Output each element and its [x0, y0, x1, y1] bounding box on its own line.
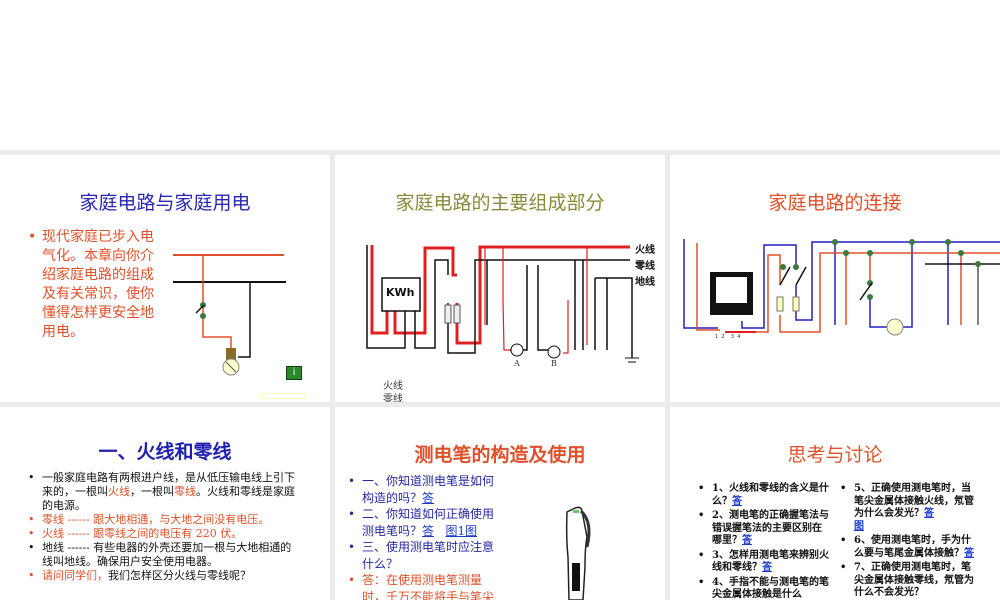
slide-title: 家庭电路与家庭用电 [79, 192, 251, 214]
answer-link[interactable]: 答 [422, 490, 435, 505]
meter-terminals: 1 2 3 4 [715, 334, 741, 340]
question-2: 二、你知道如何正确使用测电笔吗？答 图1图 [348, 506, 498, 539]
answer-link[interactable]: 答 [742, 535, 752, 546]
meter-label: KWh [386, 286, 415, 299]
circuit-diagram [366, 245, 639, 363]
legend-live: 火线 [383, 381, 403, 392]
slide-thumbnail-5[interactable]: 测电笔的构造及使用 一、你知道测电笔是如何构造的吗？答 二、你知道如何正确使用测… [335, 407, 665, 600]
discussion-5: 5、正确使用测电笔时，当笔尖金属体接触火线，氖管为什么会发光？答图 [840, 483, 975, 533]
wire-label-ground: 地线 [635, 277, 655, 288]
wire-label-neutral: 零线 [635, 261, 655, 272]
circuit-diagram [683, 239, 1000, 336]
answer-link[interactable]: 答 [964, 547, 974, 559]
bullet-neutral: 零线 ------ 跟大地相通，与大地之间没有电压。 [28, 513, 296, 527]
bullet-live: 火线 ------ 跟零线之间的电压有 220 伏。 [28, 527, 296, 541]
discussion-6: 6、使用测电笔时，手为什么要与笔尾金属体接触？答 [840, 535, 975, 560]
bullet-question: 请问同学们，我们怎样区分火线与零线呢？ [28, 569, 296, 583]
slide-title: 家庭电路的主要组成部分 [395, 192, 605, 214]
bullet-ground: 地线 ------ 有些电器的外壳还要加一根与大地相通的线叫地线。确保用户安全使… [28, 541, 296, 569]
lamp-label-b: B [551, 359, 557, 368]
discussion-2: 2、测电笔的正确握笔法与错误握笔法的主要区别在哪里？答 [698, 510, 830, 548]
question-3: 三、使用测电笔时应注意什么？ [348, 539, 498, 572]
lamp-label-a: A [514, 359, 520, 368]
answer-link[interactable]: 答 [924, 508, 934, 519]
discussion-7: 7、正确使用测电笔时，笔尖金属体接触零线，氖管为什么不会发光？ [840, 562, 975, 600]
blank-placeholder [260, 393, 305, 399]
legend-neutral: 零线 [383, 394, 403, 402]
bullet-power-source: 一般家庭电路有两根进户线，是从低压输电线上引下来的，一根叫火线，一根叫零线。火线… [28, 471, 296, 513]
slide-title: 家庭电路的连接 [768, 192, 902, 214]
slide-thumbnail-3[interactable]: 家庭电路的连接 1 2 3 4 [670, 155, 1000, 402]
answer-3: 答：在使用测电笔测量时，千万不能将手与笔尖金属体接触 [348, 572, 498, 600]
discussion-3: 3、怎样用测电笔来辨别火线和零线？答 [698, 550, 830, 575]
slide-title: 思考与讨论 [787, 444, 883, 466]
figure-link[interactable]: 图 [854, 520, 864, 532]
workspace-top [0, 0, 1000, 150]
bullet-text: 现代家庭已步入电气化。本章向你介绍家庭电路的组成及有关常识，使你懂得怎样更安全地… [28, 228, 163, 342]
wire-label-live: 火线 [635, 245, 655, 256]
slide-thumbnail-4[interactable]: 一、火线和零线 一般家庭电路有两根进户线，是从低压输电线上引下来的，一根叫火线，… [0, 407, 330, 600]
answer-link[interactable]: 答 [732, 495, 742, 507]
info-icon[interactable]: i [286, 366, 302, 380]
slide-thumbnail-2[interactable]: 家庭电路的主要组成部分 KWh 火线 零线 地线 A B 火线 零线 [335, 155, 665, 402]
figure-link[interactable]: 图1图 [445, 523, 478, 538]
circuit-diagram [173, 254, 286, 376]
discussion-1: 1、火线和零线的含义是什么？答 [698, 483, 830, 508]
slide-title: 测电笔的构造及使用 [414, 444, 586, 466]
discussion-4: 4、手指不能与测电笔的笔尖金属体接触是什么 [698, 577, 830, 600]
answer-link[interactable]: 答 [422, 523, 435, 538]
slide-title: 一、火线和零线 [98, 441, 232, 463]
test-pen-image [565, 506, 591, 600]
slide-thumbnail-6[interactable]: 思考与讨论 1、火线和零线的含义是什么？答 2、测电笔的正确握笔法与错误握笔法的… [670, 407, 1000, 600]
answer-link[interactable]: 答 [762, 562, 772, 573]
question-1: 一、你知道测电笔是如何构造的吗？答 [348, 473, 498, 506]
slide-thumbnail-1[interactable]: 家庭电路与家庭用电 现代家庭已步入电气化。本章向你介绍家庭电路的组成及有关常识，… [0, 155, 330, 402]
